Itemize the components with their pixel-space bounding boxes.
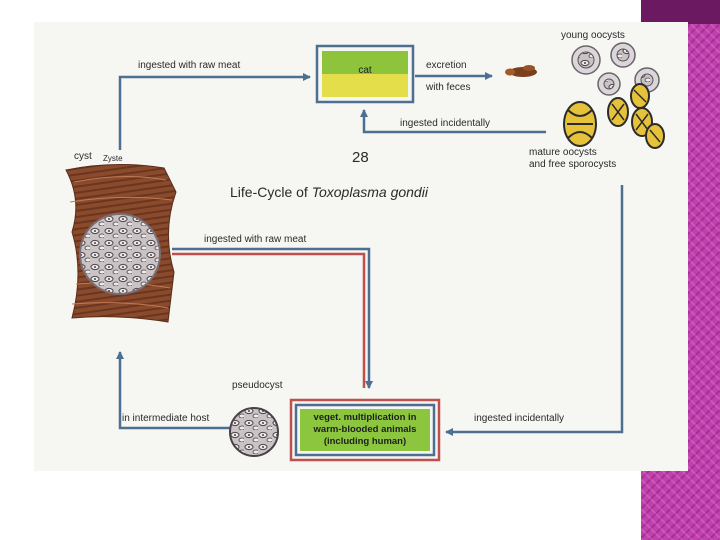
lifecycle-figure: cat — [34, 22, 688, 471]
arrow-oocysts-to-veget — [445, 185, 624, 436]
label-ingested-incidentally-top: ingested incidentally — [400, 118, 490, 129]
label-free-sporocysts: and free sporocysts — [529, 159, 616, 170]
young-oocyst-icon — [571, 42, 660, 96]
arrow-oocysts-to-cat — [360, 109, 546, 134]
figure-title: Life-Cycle of Toxoplasma gondii — [230, 184, 429, 200]
label-mature-oocysts: mature oocysts — [529, 147, 597, 158]
arrow-cyst-to-veget — [172, 247, 373, 389]
cat-box — [315, 44, 415, 104]
pseudocyst-illustration — [229, 407, 279, 457]
veget-label-line2: warm-blooded animals — [313, 424, 417, 435]
label-cyst: cyst — [74, 151, 92, 162]
feces-icon — [505, 65, 537, 77]
veget-multiplication-box — [289, 398, 441, 462]
muscle-cyst-illustration — [65, 163, 177, 323]
figure-number: 28 — [352, 149, 369, 166]
label-in-intermediate-host: in intermediate host — [122, 413, 209, 424]
label-zyste: Zyste — [103, 154, 123, 163]
veget-label-line3: (including human) — [324, 436, 406, 447]
label-ingested-raw-meat-mid: ingested with raw meat — [204, 234, 306, 245]
arrow-host-to-cyst — [116, 351, 230, 430]
label-young-oocysts: young oocysts — [561, 30, 625, 41]
cat-label: cat — [358, 65, 372, 76]
label-excretion: excretion — [426, 60, 467, 71]
decorative-stripe-top — [641, 0, 720, 24]
label-with-feces: with feces — [425, 82, 470, 93]
mature-oocyst-icon — [563, 83, 665, 149]
label-pseudocyst: pseudocyst — [232, 380, 283, 391]
label-ingested-raw-meat-top: ingested with raw meat — [138, 60, 240, 71]
veget-label-line1: veget. multiplication in — [314, 412, 417, 423]
arrow-cyst-to-cat — [118, 73, 311, 150]
label-ingested-incidentally-bottom: ingested incidentally — [474, 413, 564, 424]
